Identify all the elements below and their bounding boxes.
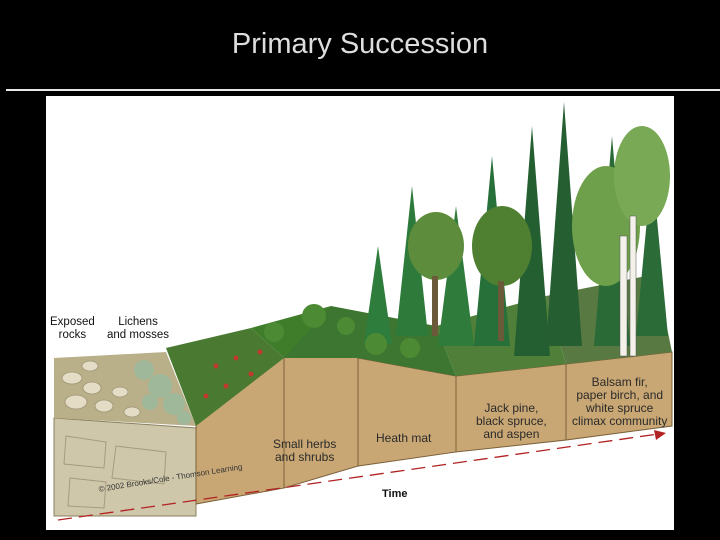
block-climax [565,351,673,441]
rock-block-front [53,417,197,517]
lichens [134,360,191,425]
title-divider [6,89,720,91]
herbs-top [166,328,284,426]
deciduous-trees [408,206,532,341]
slide-title: Primary Succession [231,28,489,60]
shrubs [264,304,420,358]
stage-label-lichens: Lichens and mosses [107,316,170,341]
block-heath [283,337,359,489]
time-arrow-head [654,430,666,440]
time-arrow-line [57,433,659,521]
stage-label-jack-pine: Jack pine, black spruce, and aspen [476,401,547,441]
succession-illustration [53,102,673,521]
stage-label-heath-mat: Heath mat [376,431,432,445]
time-axis-label: Time [382,488,408,500]
stage-label-small-herbs: Small herbs and shrubs [273,437,337,464]
block-heath-front [357,357,457,467]
berries [203,349,263,399]
rock-cracks [63,435,167,509]
stage-label-exposed-rocks: Exposed rocks [50,316,95,341]
birch-trees [572,126,670,357]
succession-diagram: Exposed rocks Lichens and mosses Small h… [46,96,674,530]
stage-label-climax: Balsam fir, paper birch, and white spruc… [572,375,668,428]
rocks [61,360,141,418]
